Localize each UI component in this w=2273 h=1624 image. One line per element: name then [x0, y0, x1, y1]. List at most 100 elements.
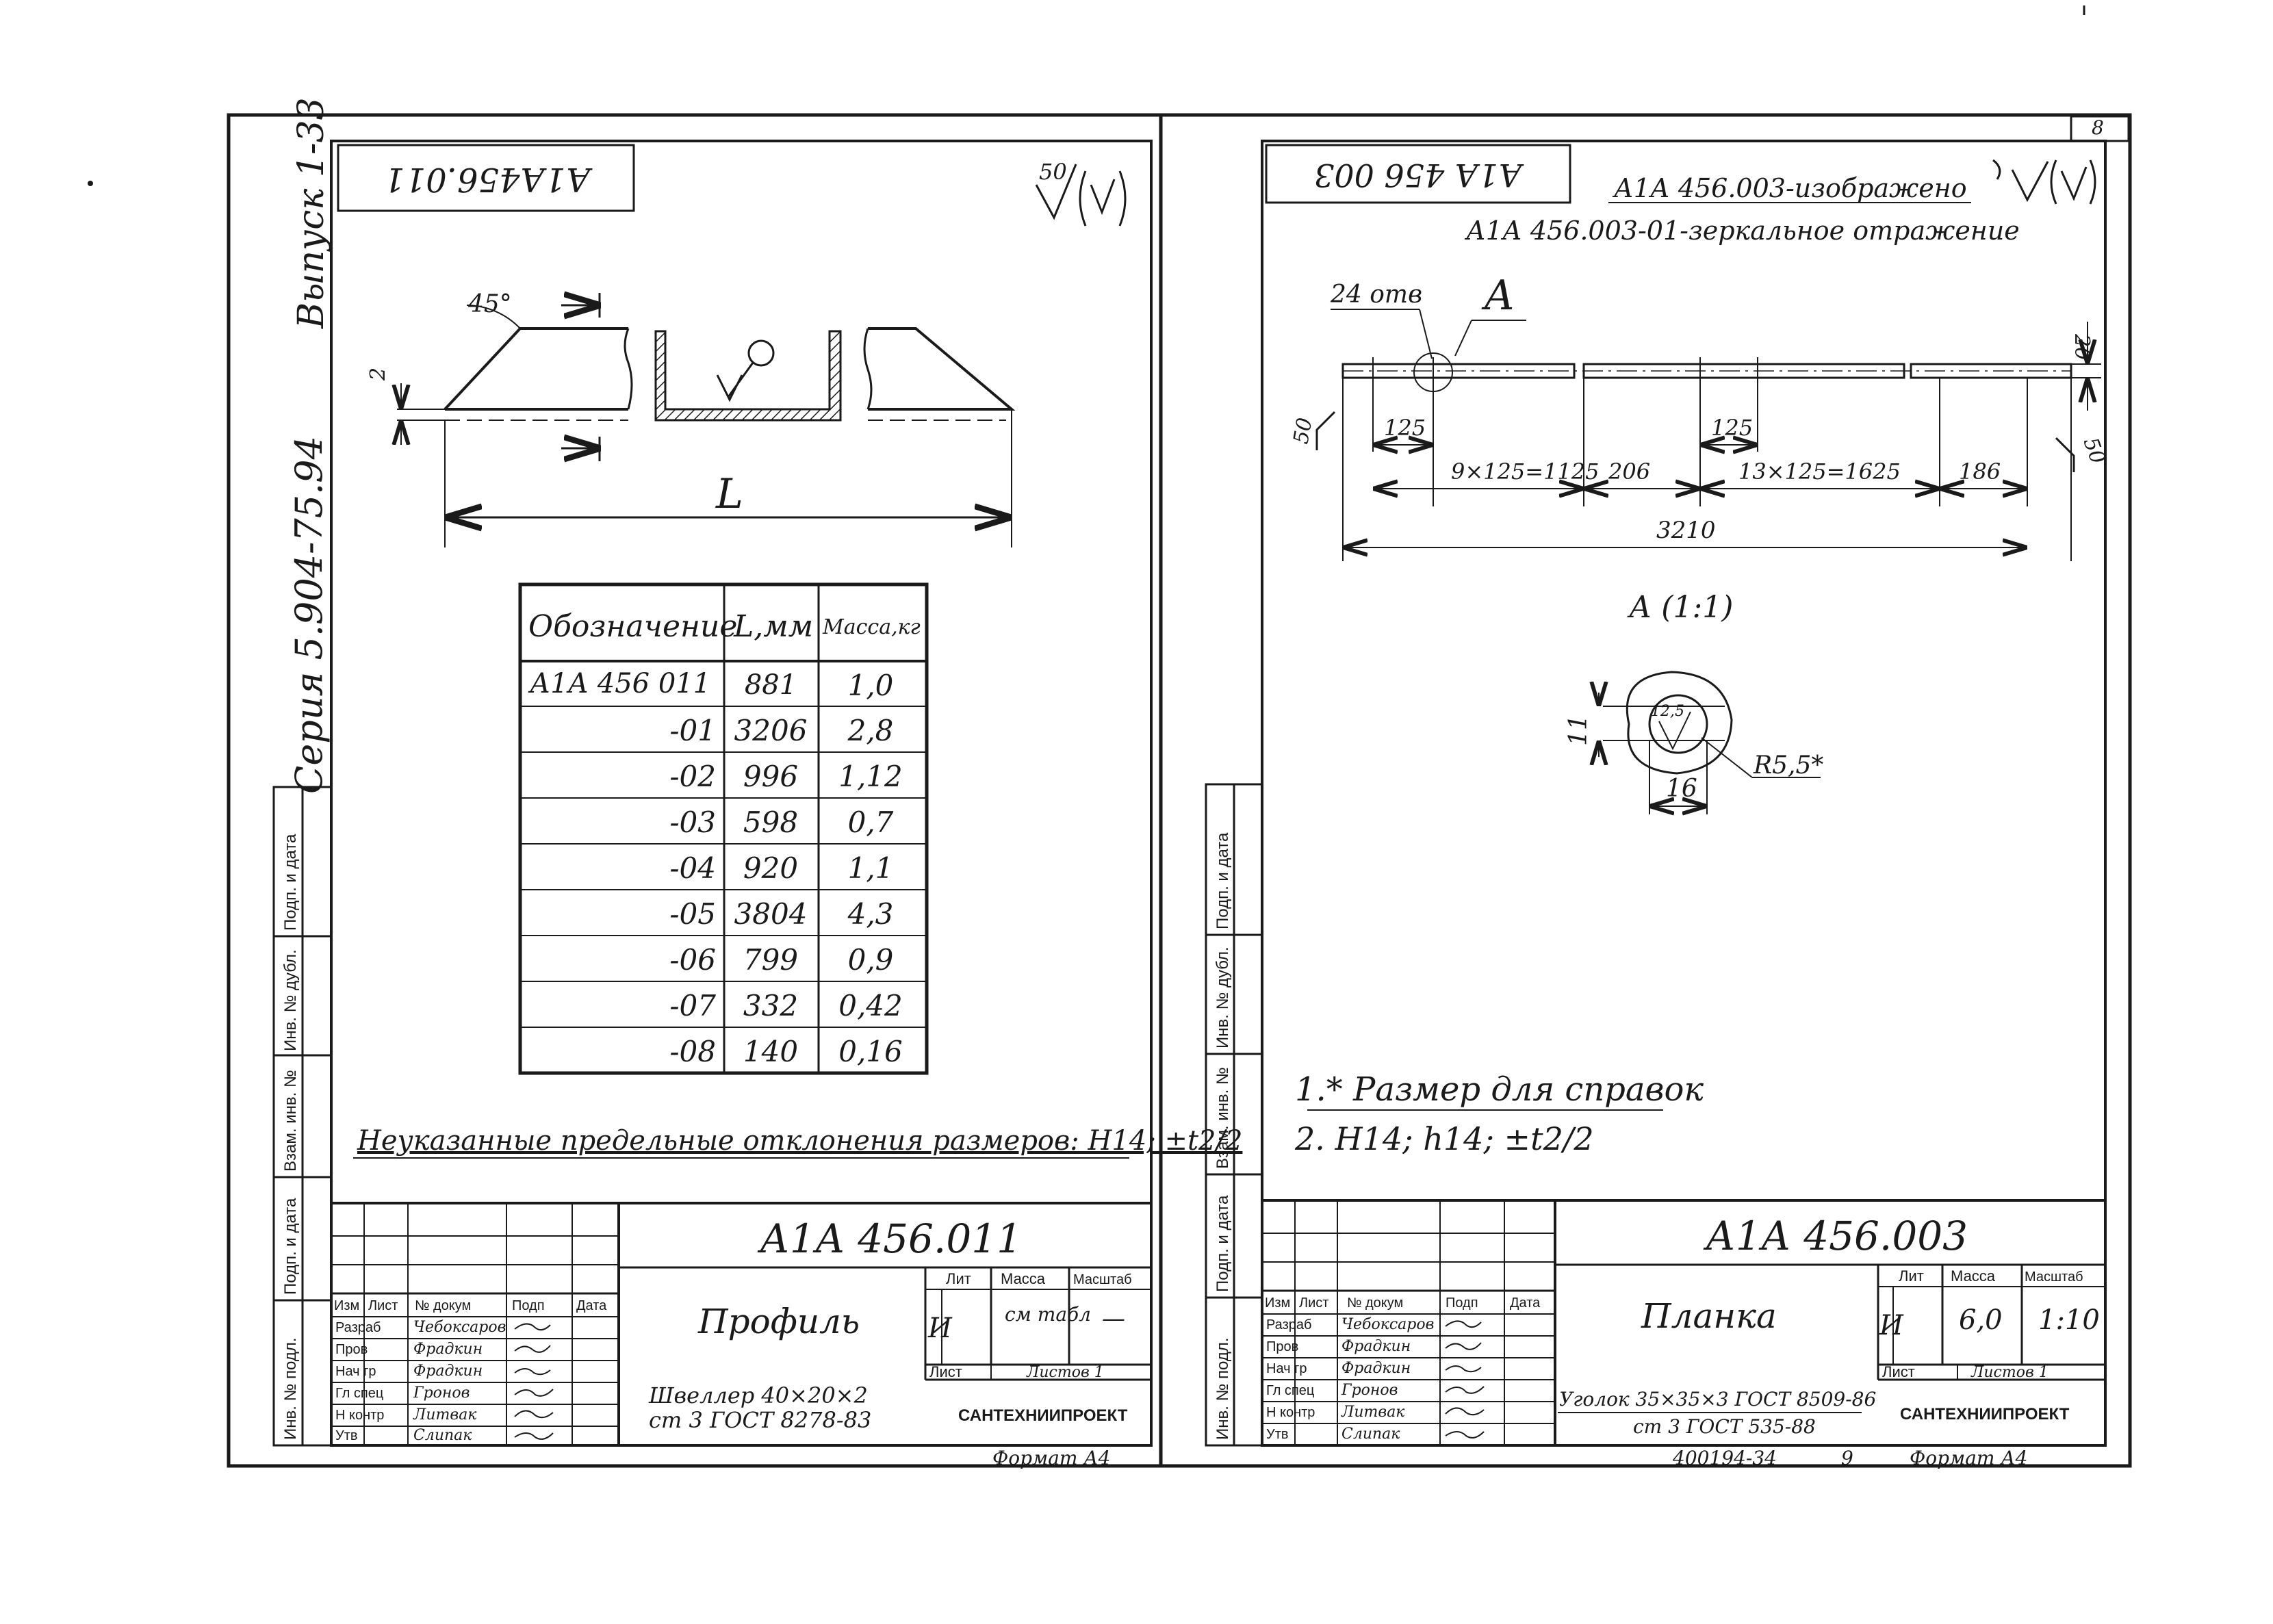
role-label: Утв [1266, 1427, 1289, 1442]
table-cell: 0,42 [838, 989, 903, 1022]
holes-label: 24 отв [1330, 281, 1422, 309]
table-header: L,мм [733, 609, 813, 644]
offset-dim: 2 [366, 368, 390, 381]
org-name: САНТЕХНИИПРОЕКТ [1900, 1405, 2070, 1423]
table-cell: 799 [743, 943, 798, 977]
table-cell: 0,7 [848, 805, 894, 839]
table-cell: 3804 [734, 897, 808, 931]
stamp-code: А1А456.011 [384, 160, 593, 198]
lit-value: И [1879, 1310, 1904, 1341]
signature [514, 1345, 551, 1353]
table-cell: -08 [669, 1035, 716, 1068]
signature [514, 1323, 551, 1331]
role-label: Н контр [1266, 1405, 1315, 1420]
mass-header: Масса [1951, 1267, 1996, 1285]
material-line: Уголок 35×35×3 ГОСТ 8509-86 [1559, 1388, 1876, 1410]
role-label: Гл спец [1266, 1383, 1314, 1398]
profile-drawing: 45° 2 L [366, 290, 1016, 547]
dim-label: 125 [1711, 415, 1753, 441]
stamp-code: А1А 456 003 [1314, 157, 1524, 194]
table-cell: 4,3 [847, 897, 894, 931]
person-name: Слипак [1341, 1426, 1400, 1443]
material-line: ст 3 ГОСТ 8278-83 [649, 1407, 871, 1433]
mass-value: 6,0 [1959, 1304, 2003, 1336]
sheet-label: Лист [929, 1363, 962, 1380]
dim-label: 206 [1608, 459, 1650, 485]
designation: А1А 456.011 [757, 1215, 1022, 1262]
sheets-label: Листов 1 [1970, 1364, 2049, 1381]
role-header: Дата [576, 1298, 607, 1313]
table-cell: 2,8 [847, 714, 894, 747]
person-name: Литвак [413, 1406, 477, 1423]
table-cell: 0,9 [848, 943, 894, 977]
mass-header: Масса [1001, 1270, 1046, 1287]
role-header: Подп [512, 1298, 545, 1313]
sheet-label: Лист [1882, 1363, 1915, 1380]
side-label: Взам. инв. № [1213, 1067, 1232, 1169]
variant-note: А1А 456.003-01-зеркальное отражение [1464, 216, 2020, 246]
table-cell: -02 [669, 760, 716, 793]
role-label: Гл спец [335, 1386, 383, 1401]
detail-a: А (1:1) 11 12,5 R5,5* 16 [1565, 590, 1823, 814]
signature [514, 1432, 554, 1440]
table-cell: -07 [669, 989, 716, 1022]
scale-header: Масштаб [2025, 1269, 2083, 1285]
role-label: Н контр [335, 1408, 384, 1423]
right-margin-strip: Подп. и дата Инв. № дубл. Взам. инв. № П… [1205, 783, 1263, 1447]
material-line: Швеллер 40×20×2 [648, 1382, 868, 1408]
side-label: Подп. и дата [1213, 1195, 1232, 1292]
designation: А1А 456.003 [1703, 1213, 1968, 1259]
right-sheet-frame [1159, 113, 2132, 1468]
signature [1445, 1431, 1485, 1439]
signature [1445, 1320, 1482, 1328]
side-label: Инв. № дубл. [1213, 946, 1232, 1048]
table-cell: 1,1 [848, 851, 894, 885]
role-label: Нач гр [1266, 1361, 1307, 1376]
mass-value: см табл [1005, 1303, 1091, 1326]
side-label: Подп. и дата [1213, 832, 1232, 929]
signature [514, 1410, 554, 1419]
dim-label: 125 [1384, 415, 1426, 441]
person-name: Гронов [413, 1384, 470, 1402]
dim-label: 13×125=1625 [1738, 459, 1901, 485]
table-cell: -04 [669, 851, 716, 885]
table-cell: 1,0 [848, 669, 894, 702]
variant-note: А1А 456.003-изображено [1612, 173, 1967, 203]
note-line: 2. H14; h14; ±t2/2 [1294, 1120, 1594, 1157]
role-header: Изм [1265, 1296, 1290, 1311]
left-margin-strip: Выпуск 1-33 Серия 5.904-75.94 Подп. и да… [272, 97, 333, 1447]
person-name: Чебоксаров [413, 1319, 506, 1336]
left-title-block: Изм Лист № докум Подп Дата Разраб Чебокс… [330, 1202, 1153, 1469]
role-header: Подп [1446, 1296, 1478, 1311]
format-label: Формат А4 [1910, 1447, 2027, 1469]
side-label: Взам. инв. № [281, 1070, 300, 1172]
person-name: Гронов [1341, 1382, 1398, 1399]
detail-radius: R5,5* [1753, 751, 1823, 779]
role-header: № докум [1347, 1296, 1403, 1311]
role-header: Изм [334, 1298, 359, 1313]
table-cell: 598 [743, 805, 798, 839]
table-cell: 996 [743, 760, 798, 793]
signature [514, 1368, 551, 1376]
table-header: Масса,кг [822, 615, 921, 639]
table-cell: 3206 [734, 714, 808, 747]
scale-value: 1:10 [2038, 1304, 2100, 1336]
side-label: Инв. № подл. [1213, 1338, 1232, 1441]
height-dim: 20 [2070, 333, 2094, 360]
table-cell: -01 [669, 714, 716, 747]
table-cell: 1,12 [838, 760, 903, 793]
material-line: ст 3 ГОСТ 535-88 [1633, 1415, 1816, 1438]
sheets-label: Листов 1 [1026, 1364, 1104, 1381]
table-cell: -05 [669, 897, 716, 931]
end-roughness: 50 [1289, 416, 1317, 446]
side-label: Инв. № дубл. [281, 949, 300, 1051]
issue-label: Выпуск 1-33 [291, 97, 332, 329]
person-name: Фрадкин [413, 1341, 483, 1358]
format-label: Формат А4 [992, 1447, 1110, 1469]
side-label: Инв. № подл. [281, 1338, 300, 1441]
detail-mark: А [1481, 272, 1515, 320]
table-cell: 140 [743, 1035, 798, 1068]
table-cell: 332 [743, 989, 798, 1022]
detail-title: А (1:1) [1627, 590, 1733, 625]
dim-label: 9×125=1125 [1451, 459, 1600, 485]
